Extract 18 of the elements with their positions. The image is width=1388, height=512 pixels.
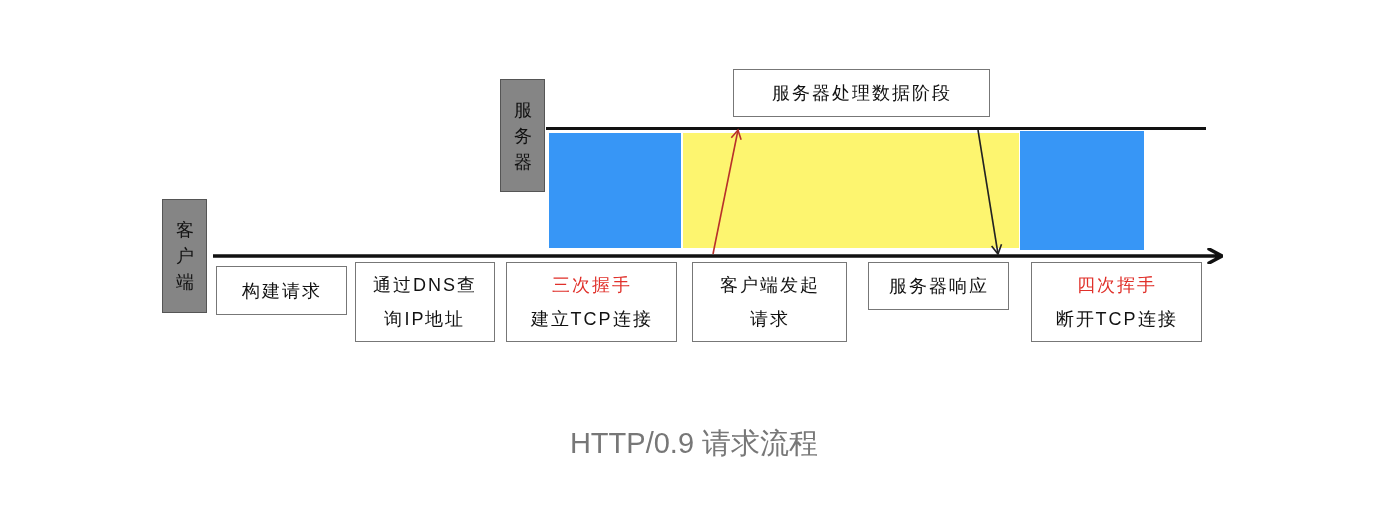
step-box: 构建请求 <box>216 266 347 315</box>
arrow <box>977 129 1003 255</box>
caption: HTTP/0.9 请求流程 <box>568 426 820 461</box>
step-box: 客户端发起请求 <box>692 262 847 342</box>
step-text: 建立TCP连接 <box>530 308 653 331</box>
client-timeline <box>213 248 1223 264</box>
step-text: 断开TCP连接 <box>1055 308 1178 331</box>
step-box <box>1031 262 1202 342</box>
step-box <box>506 262 677 342</box>
lane-label: 客户端 <box>162 199 207 313</box>
step-box: 通过DNS查询IP地址 <box>355 262 495 342</box>
arrow <box>712 129 742 255</box>
server-timeline <box>546 127 1206 130</box>
phase-box: 服务器处理数据阶段 <box>733 69 990 117</box>
step-title: 三次握手 <box>551 274 632 297</box>
step-box: 服务器响应 <box>868 262 1009 310</box>
step-title: 四次挥手 <box>1076 274 1157 297</box>
lane-label: 服务器 <box>500 79 545 192</box>
